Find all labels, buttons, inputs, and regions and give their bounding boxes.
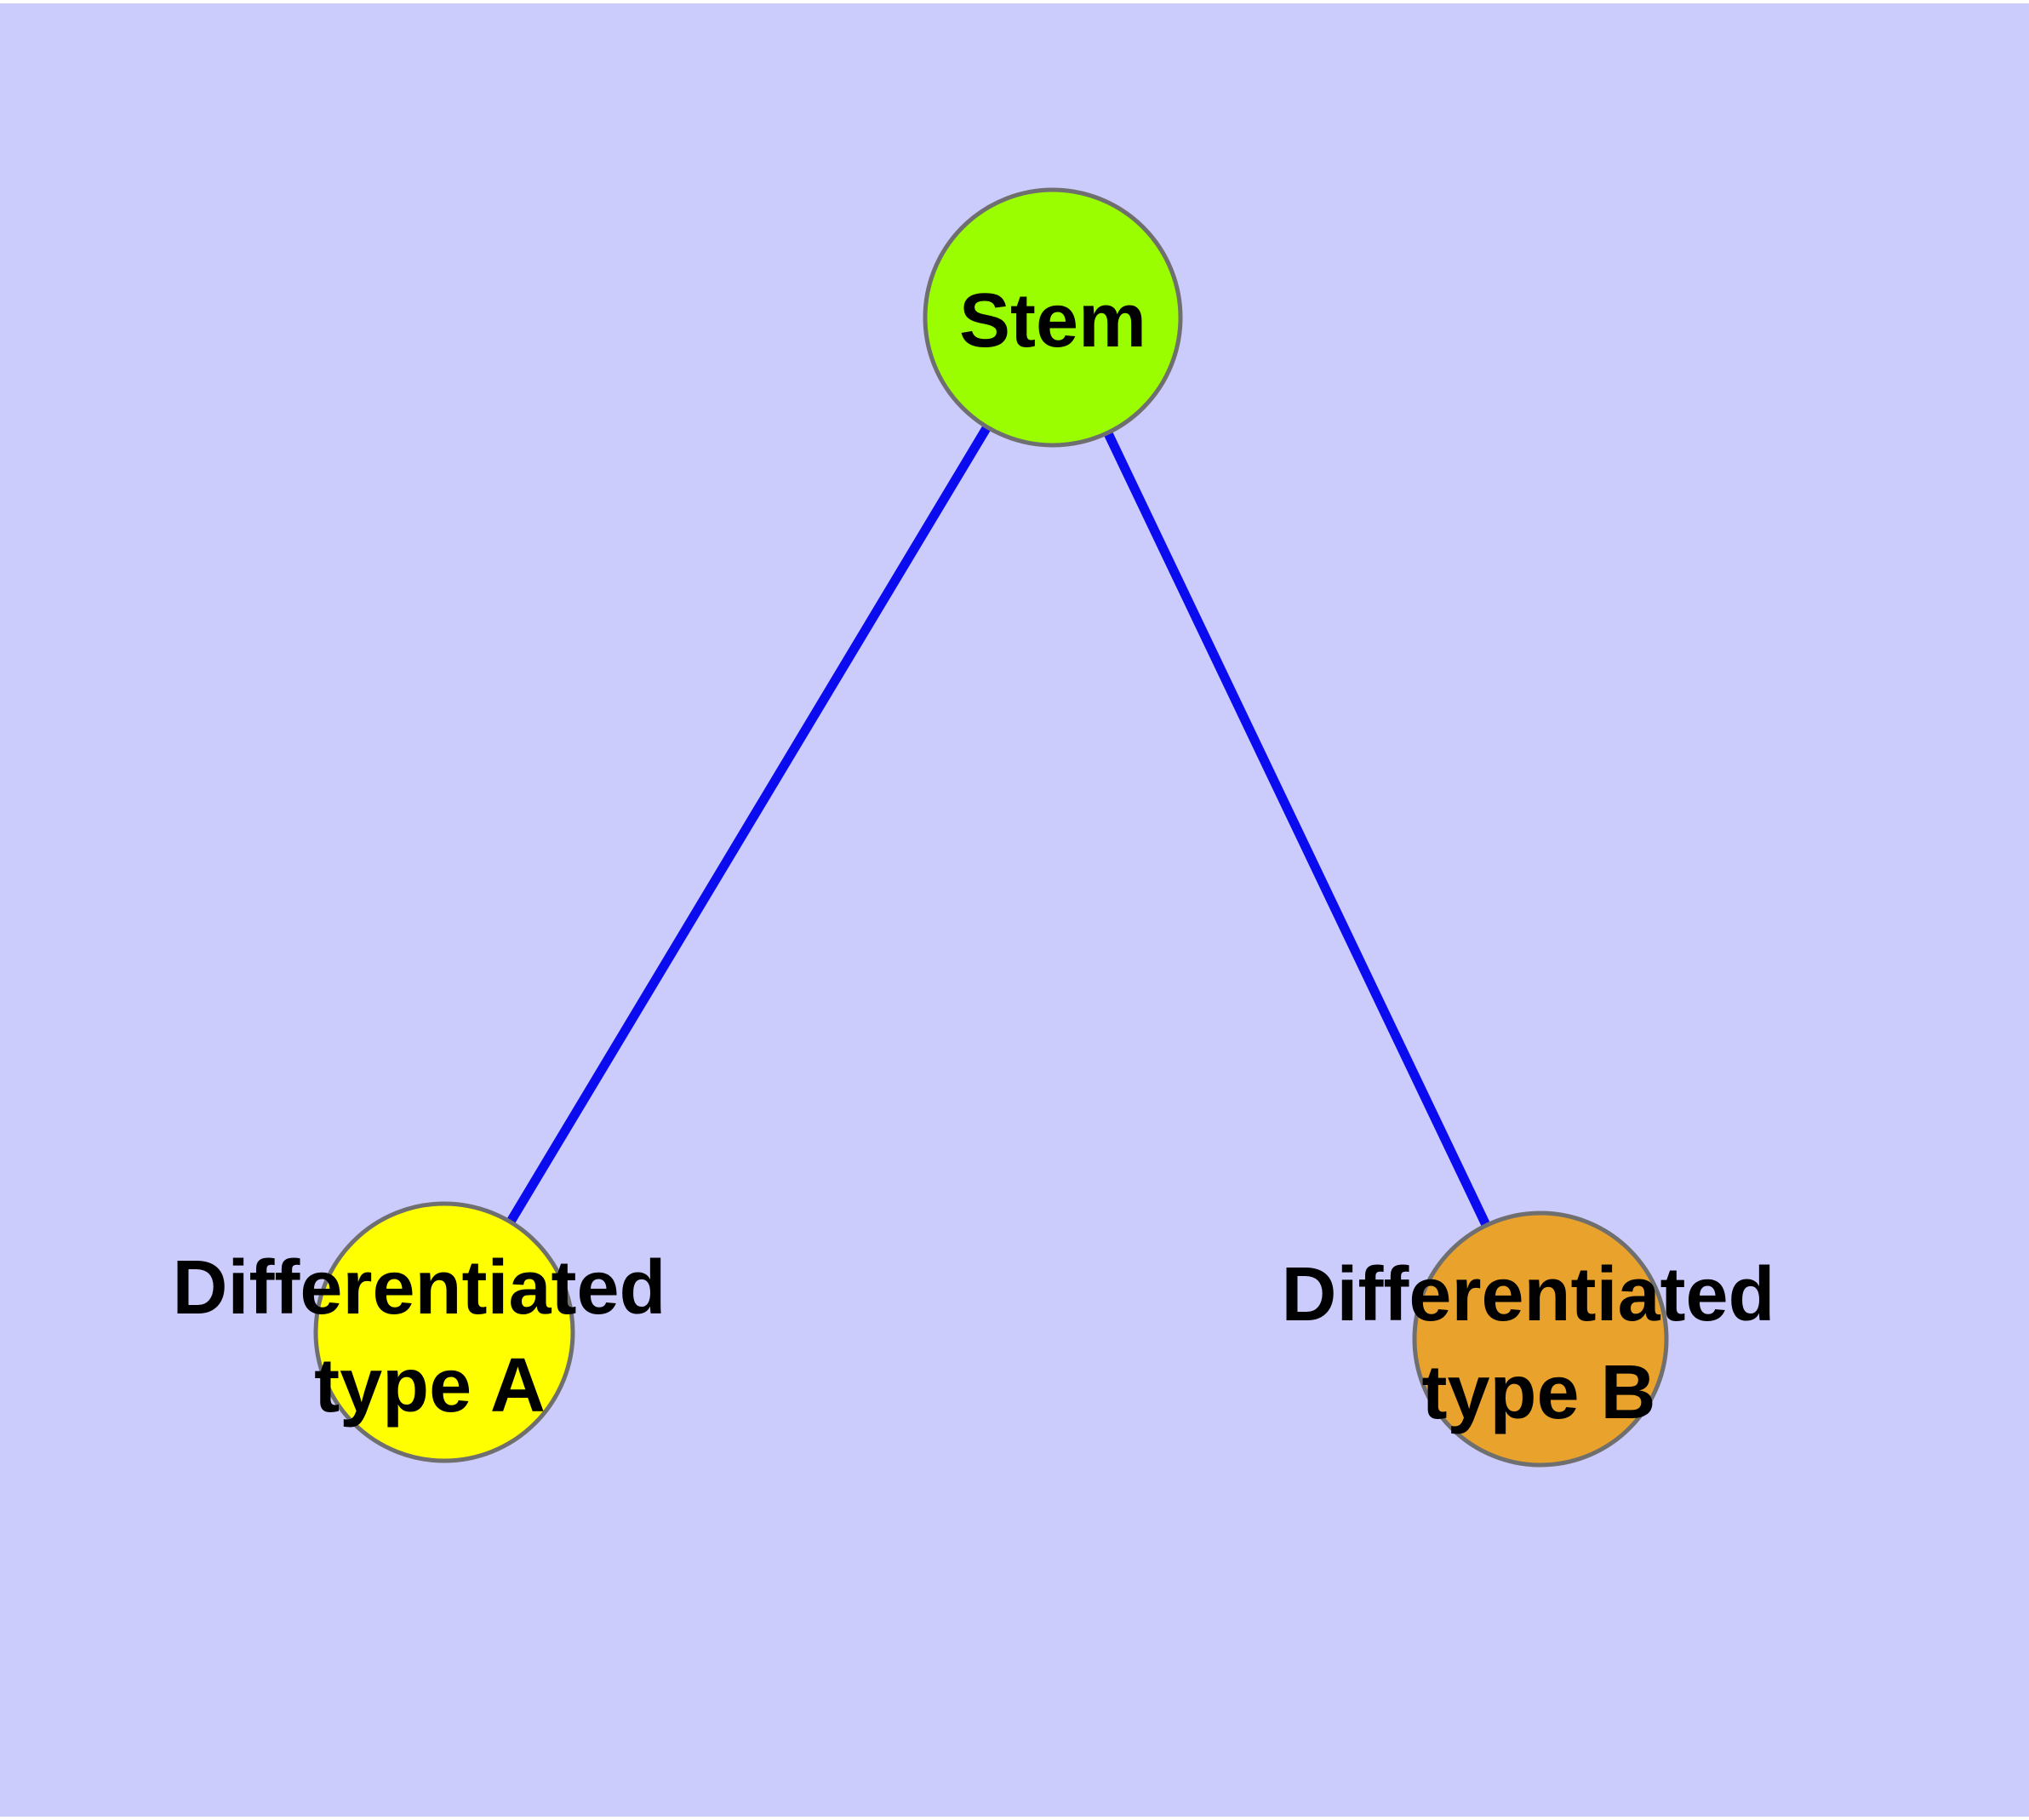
node-type-b-label-line-2: type B: [1421, 1350, 1655, 1435]
node-stem: [923, 187, 1183, 448]
node-type-a-label: Differentiated type A: [172, 1245, 687, 1428]
edge-stem-to-type-b: [1049, 315, 1545, 1342]
node-type-b-label: Differentiated type B: [1281, 1252, 1796, 1435]
node-differentiated-type-a: [313, 1201, 575, 1463]
node-type-b-label-line-1: Differentiated: [1281, 1252, 1775, 1337]
edge-stem-to-type-a: [440, 315, 1057, 1335]
node-stem-label: Stem: [959, 278, 1146, 363]
node-differentiated-type-b: [1412, 1210, 1669, 1468]
node-type-a-label-line-1: Differentiated: [172, 1245, 666, 1331]
node-type-a-label-line-2: type A: [314, 1343, 546, 1428]
